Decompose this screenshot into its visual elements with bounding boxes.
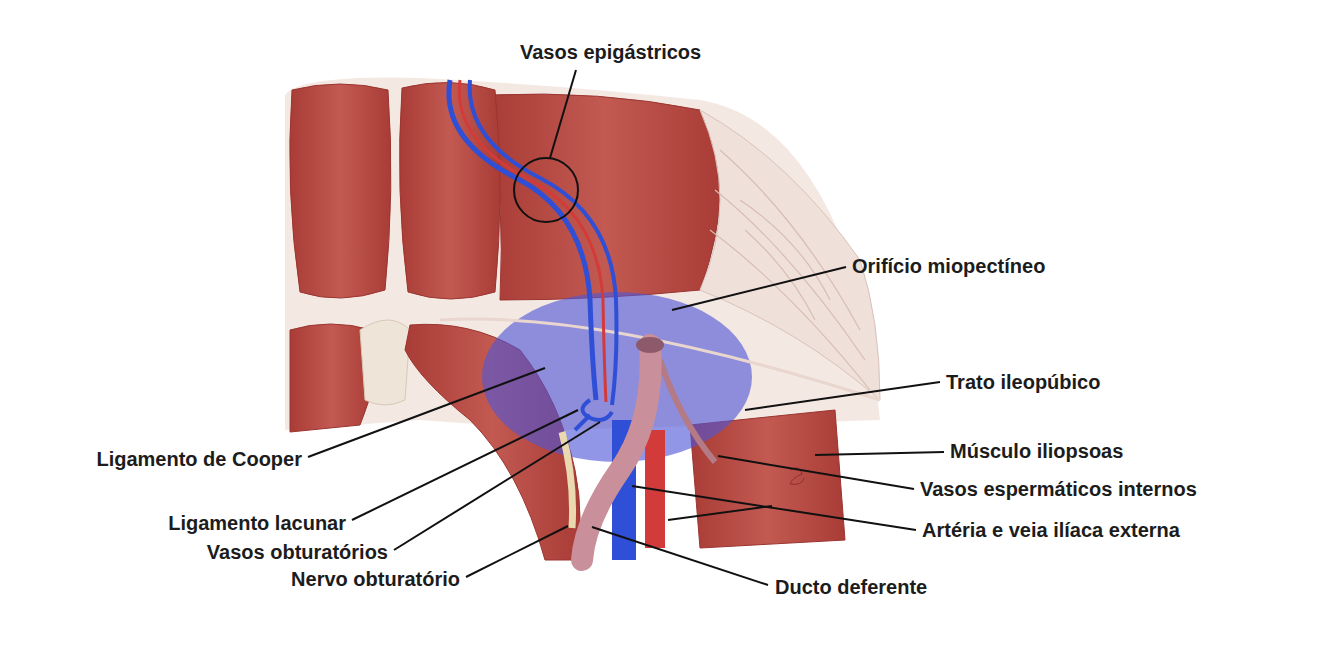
part-label: Ligamento lacunar [168,511,346,535]
rectus-muscle [290,84,391,298]
part-label: Vasos epigástricos [520,40,701,64]
pubic-bone [360,320,410,405]
part-label: Ligamento de Cooper [96,447,302,471]
part-label: Vasos espermáticos internos [920,477,1197,501]
part-label: Orifício miopectíneo [852,254,1045,278]
part-label: Nervo obturatório [291,567,460,591]
part-label: Ducto deferente [775,575,927,599]
epigastric-vein [470,80,617,405]
abdominal-muscle [490,94,720,300]
part-label: Vasos obturatórios [207,540,388,564]
spermatic-vessels [660,360,715,462]
internal-ring [636,337,664,353]
highlight-circle [514,158,578,222]
leader-lines [308,70,944,585]
obturator-nerve [562,432,573,528]
part-label: Músculo iliopsoas [950,439,1123,463]
part-label: Trato ileopúbico [946,370,1100,394]
epigastric-vein [449,80,596,400]
part-label: Artéria e veia ilíaca externa [922,518,1180,542]
